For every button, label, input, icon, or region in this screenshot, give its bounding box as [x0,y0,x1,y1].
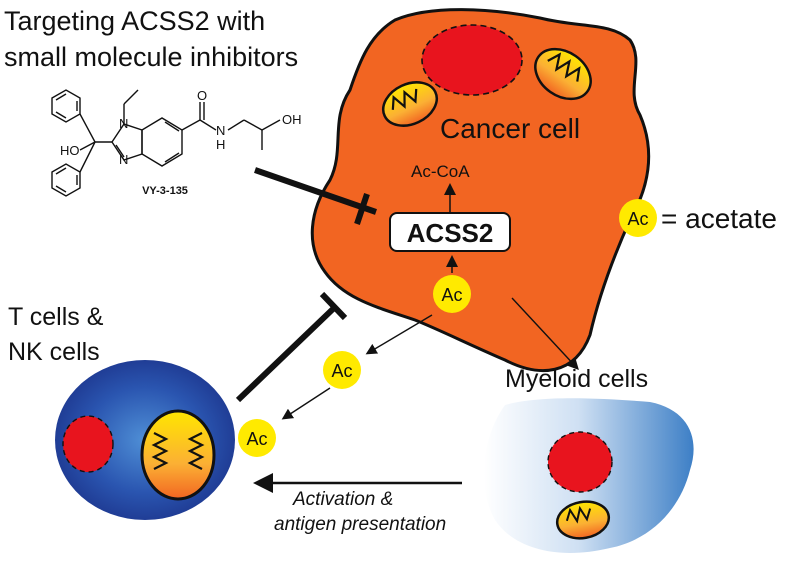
inhibition-bar [354,193,370,225]
atom-n-ethyl: N [119,116,128,131]
t-cell-inhibition-bar [319,291,348,321]
atom-nh-h: H [216,137,225,152]
atom-ho: HO [60,143,80,158]
t-cell-inhibition-line [235,305,337,403]
atom-o: O [197,88,207,103]
legend-text: = acetate [661,203,777,234]
acetate-token [238,419,276,457]
acss2-box [389,212,511,252]
myeloid-nucleus [547,431,613,493]
activation-label-line-2: antigen presentation [274,514,446,535]
legend-token-label: Ac [627,209,648,229]
acetate-token [323,351,361,389]
cancer-nucleus [421,24,523,96]
atom-nh-n: N [216,123,225,138]
mitochondrion [534,47,592,101]
acetate-token [433,275,471,313]
vy-3-135-structure [51,89,281,197]
acetate-token-label: Ac [441,285,462,305]
arrow-cancer-to-myeloid [511,297,579,371]
mitochondrion [382,81,438,127]
t-cells-label-line-2: NK cells [8,338,100,366]
title-line-2: small molecule inhibitors [4,42,298,72]
title-line-1: Targeting ACSS2 with [4,6,265,36]
mitochondrion [555,500,611,540]
cancer-cell-label: Cancer cell [440,113,580,144]
activation-label-line-1: Activation & [292,489,393,510]
t-cells-label-line-1: T cells & [8,303,104,331]
mitochondrion [140,409,216,501]
myeloid-label: Myeloid cells [505,365,648,393]
arrow-cancer-to-ac [365,314,433,355]
legend-acetate-token [619,199,657,237]
ac-coa-label: Ac-CoA [411,162,470,181]
atom-oh: OH [282,112,302,127]
acss2-label: ACSS2 [407,218,494,248]
compound-name: VY-3-135 [142,185,188,197]
acetate-token-label: Ac [331,361,352,381]
acetate-token-label: Ac [246,429,267,449]
inhibition-line [254,167,377,215]
arrow-ac-to-tcell [281,387,331,420]
atom-n-ring: N [119,152,128,167]
t-cell-nucleus [62,415,114,473]
